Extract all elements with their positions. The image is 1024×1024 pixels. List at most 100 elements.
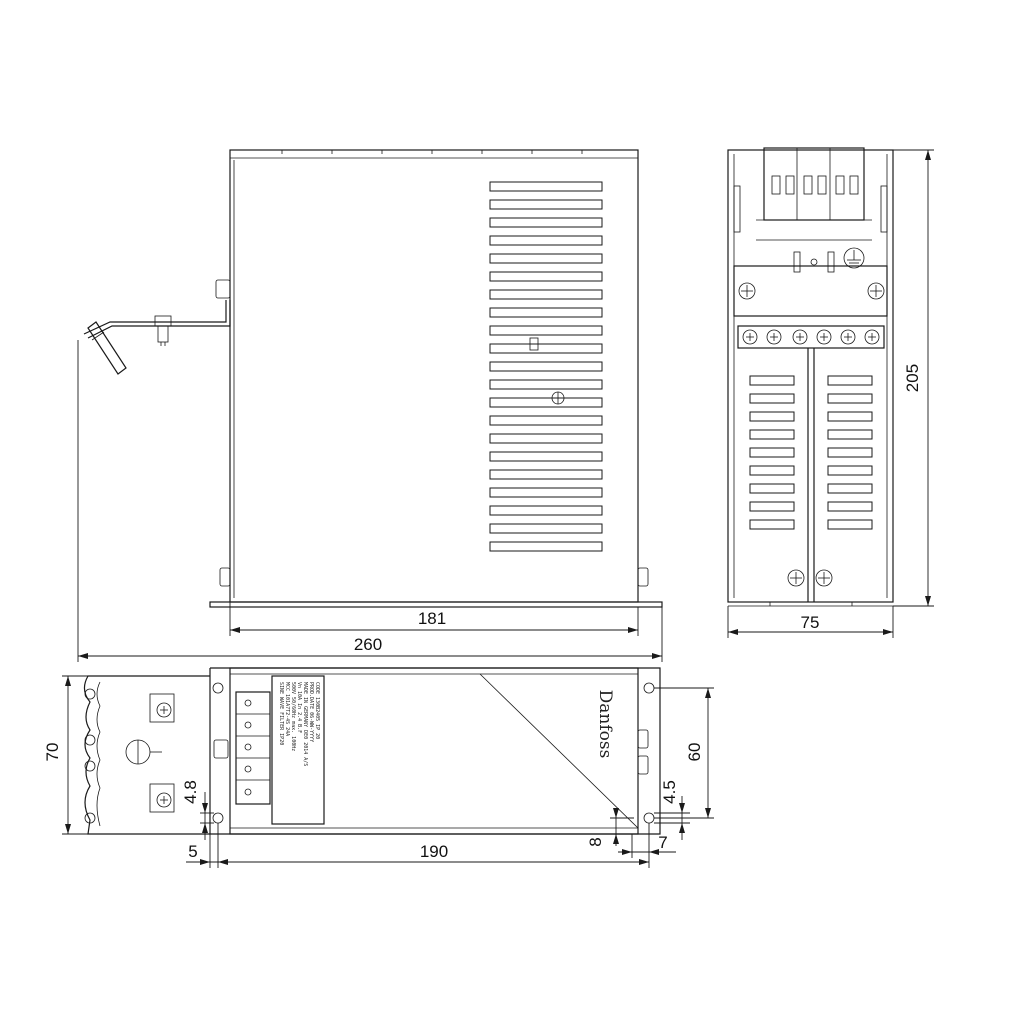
vent-slot (489, 379, 603, 390)
dim-label-60: 60 (685, 743, 704, 762)
nut-icon (637, 567, 649, 587)
clamp-screw (149, 783, 175, 813)
vent-slot (489, 217, 603, 228)
dim-label-8: 8 (586, 837, 605, 846)
ground-bracket (87, 300, 231, 339)
vent-slot (489, 487, 603, 498)
vent-slot (749, 375, 795, 386)
vent-slot (489, 199, 603, 210)
vent-slot (489, 397, 603, 408)
plan-clamp-plate (83, 675, 210, 835)
vent-slot (749, 501, 795, 512)
screw-icon (815, 569, 833, 587)
label-plate (271, 675, 325, 825)
vent-slot (749, 429, 795, 440)
plan-terminal-strip (235, 691, 271, 805)
dim-label-5: 5 (188, 842, 197, 861)
dim-205: 205 (893, 149, 934, 607)
dim-label-4-5: 4.5 (660, 780, 679, 804)
screw-icon (787, 569, 805, 587)
dim-4-8: 4.8 (181, 780, 214, 840)
dim-label-260: 260 (354, 635, 382, 654)
vent-slot (489, 361, 603, 372)
label-line: CODE 130B2405 IP 20 (314, 682, 320, 739)
dim-4-5: 4.5 (654, 780, 690, 840)
side-view (727, 147, 894, 607)
vent-slot (489, 235, 603, 246)
dim-190: 190 (217, 823, 650, 868)
screw-icon (738, 282, 756, 300)
nut-icon (215, 279, 231, 299)
vent-slot (827, 393, 873, 404)
dim-75: 75 (727, 606, 894, 638)
front-vent-slots (489, 181, 603, 552)
dim-label-7: 7 (658, 833, 667, 852)
vent-slot (489, 307, 603, 318)
vent-slot (489, 541, 603, 552)
vent-slot (749, 483, 795, 494)
screw-icon (867, 282, 885, 300)
dim-5: 5 (186, 834, 218, 868)
dim-label-70: 70 (43, 743, 62, 762)
vent-slot (489, 523, 603, 534)
vent-slot (749, 519, 795, 530)
mounting-plate (733, 265, 888, 317)
vent-slot (827, 411, 873, 422)
label-line: MADE IN GERMANY DE0 2014 A/S (302, 682, 308, 766)
base-flange (209, 601, 663, 608)
ground-symbol-icon (843, 247, 865, 269)
label-line: PROD.DATE 06-WW-YYYY (308, 682, 314, 742)
vent-slot (489, 325, 603, 336)
dim-60: 60 (654, 687, 714, 819)
vent-slot (827, 429, 873, 440)
vent-slot (489, 433, 603, 444)
dim-8: 8 (586, 808, 634, 847)
dim-260: 260 (77, 340, 663, 662)
vent-slot (827, 483, 873, 494)
label-line: MCC 101A7T2-4S 24A (284, 682, 290, 736)
label-line: 500V 50/60Hz max. 100Hz (290, 682, 296, 751)
vent-slot (489, 343, 603, 354)
front-view (83, 149, 663, 608)
vent-slot (827, 501, 873, 512)
clamp-screw (149, 693, 175, 723)
vent-slot (827, 465, 873, 476)
brand-logo: Danfoss (595, 690, 615, 759)
dim-label-205: 205 (903, 364, 922, 392)
vent-slot (827, 447, 873, 458)
vent-slot (489, 415, 603, 426)
screw-icon (156, 702, 172, 718)
vent-slot (489, 289, 603, 300)
vent-slot (489, 469, 603, 480)
vent-slot (489, 181, 603, 192)
label-line: Vn 10A In 2.4 B.F (296, 682, 302, 733)
vent-slot (827, 519, 873, 530)
dim-70: 70 (43, 675, 90, 835)
nut-icon (219, 567, 231, 587)
dim-label-190: 190 (420, 842, 448, 861)
label-line: SINE WAVE FILTER IP20 (278, 682, 284, 745)
vent-slot (749, 447, 795, 458)
cable-clamp (87, 321, 127, 375)
side-housing (727, 149, 894, 603)
side-vent-slots (749, 375, 873, 530)
vent-slot (749, 465, 795, 476)
vent-slot (489, 271, 603, 282)
dim-181: 181 (229, 602, 639, 636)
diagonal-edge (479, 673, 639, 829)
vent-slot (489, 253, 603, 264)
clamp-bar (737, 325, 885, 349)
dim-7: 7 (618, 833, 676, 858)
vent-slot (827, 375, 873, 386)
dim-label-75: 75 (801, 613, 820, 632)
vent-slot (489, 505, 603, 516)
vent-slot (749, 393, 795, 404)
dim-label-181: 181 (418, 609, 446, 628)
screw-icon (156, 792, 172, 808)
vent-slot (489, 451, 603, 462)
dim-label-4-8: 4.8 (181, 780, 200, 804)
terminal-block (763, 147, 865, 221)
